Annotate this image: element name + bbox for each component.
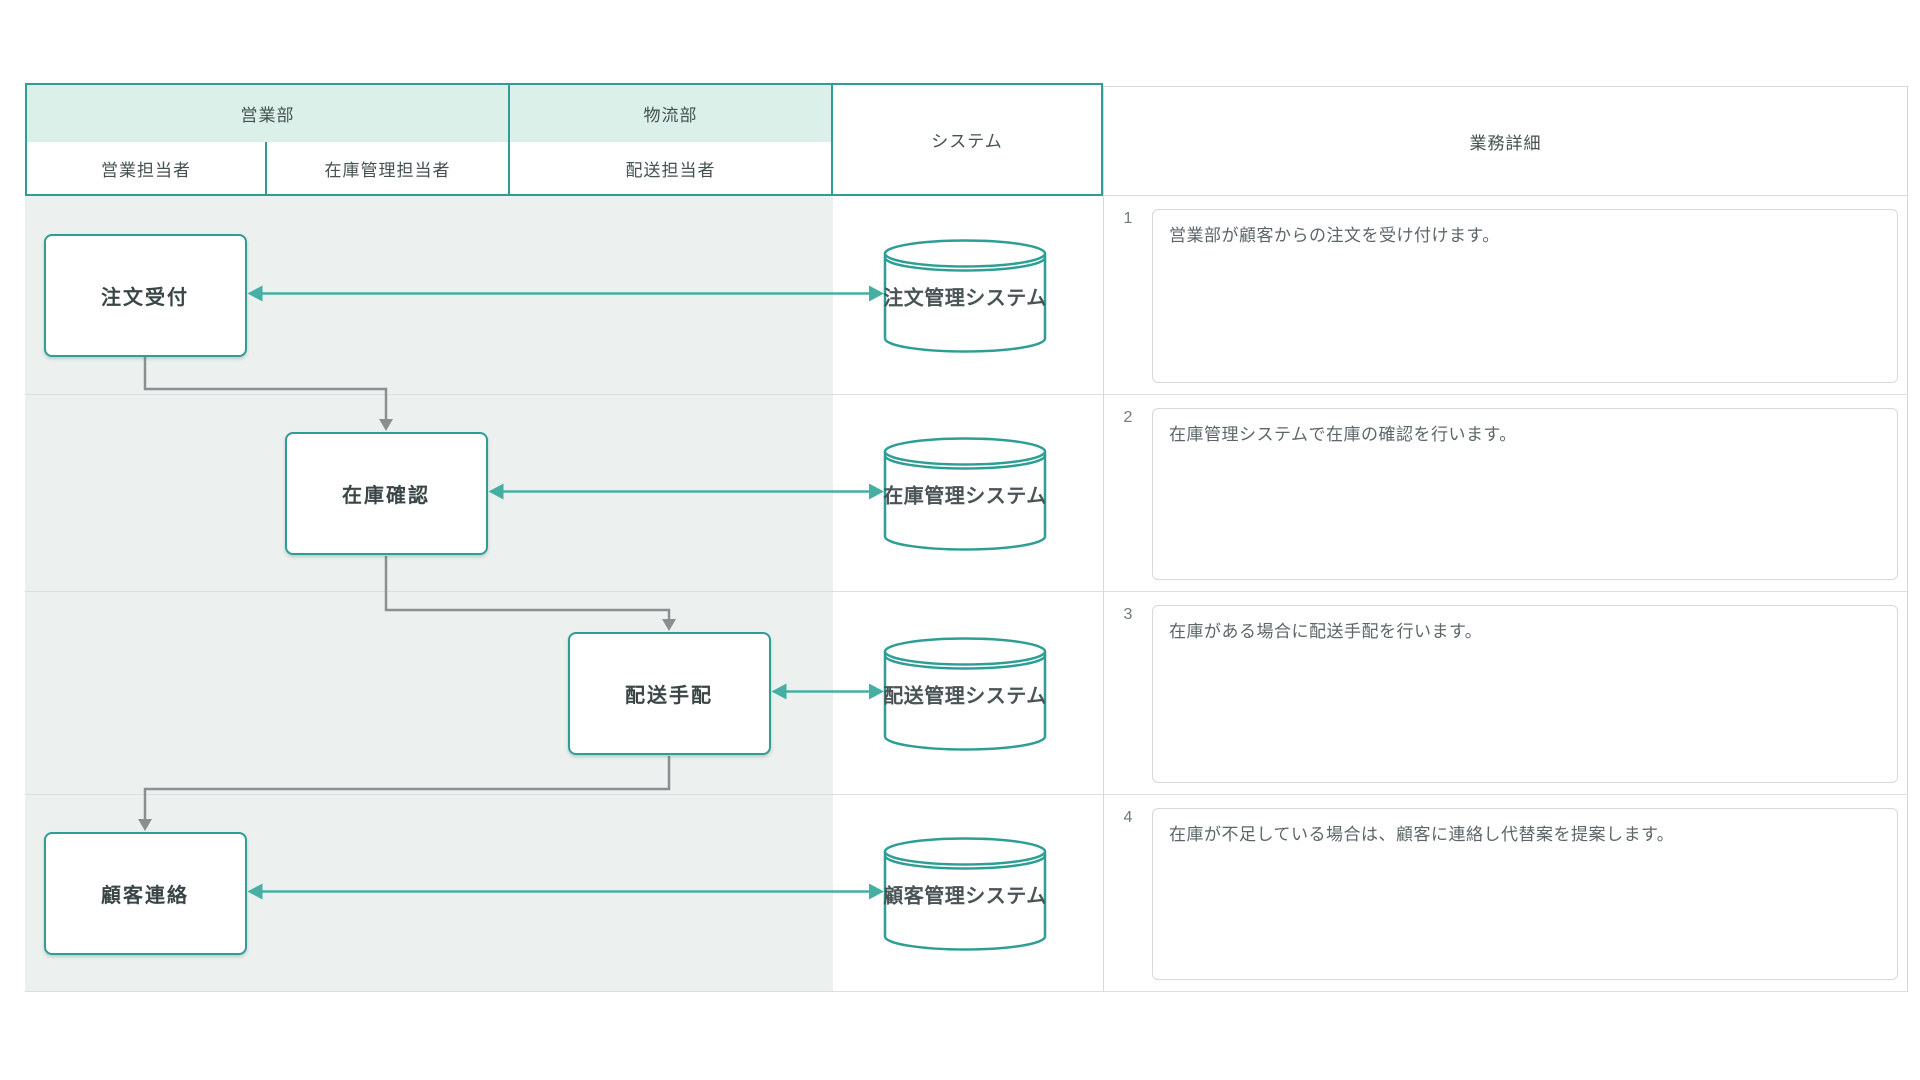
database-cylinder-top-icon (883, 637, 1047, 666)
database-cylinder-rim-icon (883, 257, 1047, 272)
detail-box: 在庫が不足している場合は、顧客に連絡し代替案を提案します。 (1152, 808, 1898, 980)
database-cylinder-rim-icon (883, 855, 1047, 870)
header-dept-sales: 営業部 (27, 85, 510, 142)
header-system-column: システム (931, 132, 1003, 151)
task-box: 顧客連絡 (43, 832, 247, 955)
system-db-label: 在庫管理システム (883, 485, 1047, 507)
detail-number: 2 (1123, 409, 1133, 426)
database-cylinder-top-icon (883, 837, 1047, 866)
database-cylinder-top-icon (883, 437, 1047, 466)
detail-box: 在庫管理システムで在庫の確認を行います。 (1152, 408, 1898, 580)
database-cylinder-rim-icon (883, 455, 1047, 470)
detail-number: 4 (1123, 809, 1133, 826)
diagram-header: 営業部 物流部 営業担当者 在庫管理担当者 配送担当者 システム (25, 83, 1103, 196)
system-db-label: 配送管理システム (883, 685, 1047, 707)
detail-number: 1 (1123, 210, 1133, 227)
task-box: 配送手配 (567, 632, 771, 755)
arrow-right-head-icon (869, 883, 884, 900)
table-bottom-border (25, 991, 1908, 992)
row-divider (25, 794, 1908, 795)
system-db-label: 注文管理システム (883, 287, 1047, 309)
detail-number: 3 (1123, 606, 1133, 623)
system-db-label: 顧客管理システム (883, 885, 1047, 907)
header-detail-column: 業務詳細 (1103, 86, 1908, 196)
header-dept-logistics: 物流部 (510, 85, 833, 142)
database-cylinder-rim-icon (883, 655, 1047, 670)
database-cylinder-top-icon (883, 239, 1047, 268)
header-role-inventory-manager: 在庫管理担当者 (267, 142, 510, 194)
task-box: 在庫確認 (284, 432, 488, 555)
detail-box: 在庫がある場合に配送手配を行います。 (1152, 605, 1898, 783)
detail-column-right-border (1907, 196, 1908, 992)
arrow-right-head-icon (869, 285, 884, 302)
detail-box: 営業部が顧客からの注文を受け付けます。 (1152, 209, 1898, 383)
row-divider (25, 394, 1908, 395)
task-box: 注文受付 (43, 234, 247, 357)
row-divider (25, 591, 1908, 592)
arrow-right-head-icon (869, 683, 884, 700)
header-role-sales-rep: 営業担当者 (27, 142, 267, 194)
detail-column-left-border (1103, 196, 1104, 992)
header-role-delivery-rep: 配送担当者 (510, 142, 833, 194)
arrow-right-head-icon (869, 483, 884, 500)
